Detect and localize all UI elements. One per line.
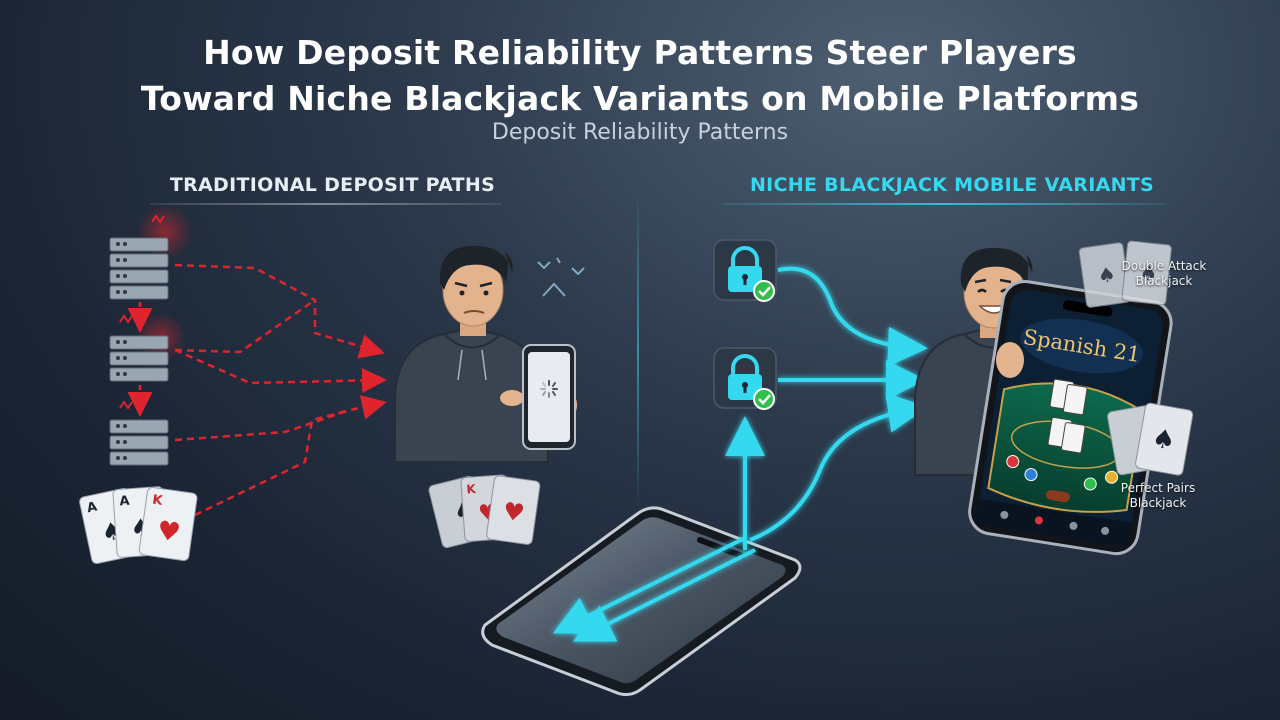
hand: [996, 342, 1024, 378]
playing-card-icon: ♠ ♠: [1078, 240, 1172, 308]
unreliable-deposit-paths: [174, 263, 387, 517]
playing-card-icon: A ♠ A ♠ K ♥: [79, 486, 198, 565]
card-rank: A: [119, 494, 130, 510]
svg-text:♥: ♥: [155, 516, 182, 549]
server-stack-icon: [109, 204, 193, 300]
checkmark-icon: [753, 280, 775, 302]
card-rank: A: [86, 499, 99, 516]
title-line-2: Toward Niche Blackjack Variants on Mobil…: [140, 79, 1140, 118]
blackjack-app-phone: Spanish 21: [968, 279, 1173, 556]
left-heading-underline: [150, 203, 502, 205]
page-subtitle: Deposit Reliability Patterns: [491, 120, 789, 145]
loading-spinner-icon: [540, 380, 558, 398]
right-panel-heading: NICHE BLACKJACK MOBILE VARIANTS: [749, 174, 1155, 196]
loading-phone: [522, 344, 576, 450]
panel-divider: [637, 190, 639, 510]
variant-name: Double Attack: [1121, 259, 1207, 273]
padlock-icon: [713, 347, 777, 409]
variant-perfect-pairs-label: Perfect Pairs Blackjack: [1100, 481, 1216, 511]
checkmark-icon: [753, 388, 775, 410]
svg-text:♠: ♠: [1096, 262, 1117, 288]
left-panel-heading: TRADITIONAL DEPOSIT PATHS: [169, 174, 496, 196]
playing-card-icon: ♠ K ♥ ♥: [428, 474, 541, 549]
variant-double-attack-label: Double Attack Blackjack: [1106, 259, 1222, 289]
svg-text:♠: ♠: [1150, 423, 1178, 457]
playing-card-icon: ♠: [1107, 402, 1194, 476]
card-rank: K: [466, 482, 477, 497]
variant-type: Blackjack: [1129, 496, 1187, 510]
title-line-1: How Deposit Reliability Patterns Steer P…: [203, 33, 1077, 72]
right-heading-underline: [722, 203, 1167, 205]
variant-type: Blackjack: [1135, 274, 1193, 288]
svg-text:♥: ♥: [501, 497, 526, 528]
server-stack-icon: [109, 312, 186, 382]
variant-name: Perfect Pairs: [1120, 481, 1196, 495]
frustrated-user-figure: [394, 245, 577, 463]
confusion-marks-icon: [537, 257, 585, 297]
card-rank: K: [151, 493, 164, 509]
reliable-deposit-flows: [552, 266, 928, 642]
central-smartphone: [481, 506, 802, 697]
svg-text:♠: ♠: [1138, 260, 1158, 286]
server-stack-icon: [109, 400, 169, 466]
page-title: How Deposit Reliability Patterns Steer P…: [0, 30, 1280, 122]
